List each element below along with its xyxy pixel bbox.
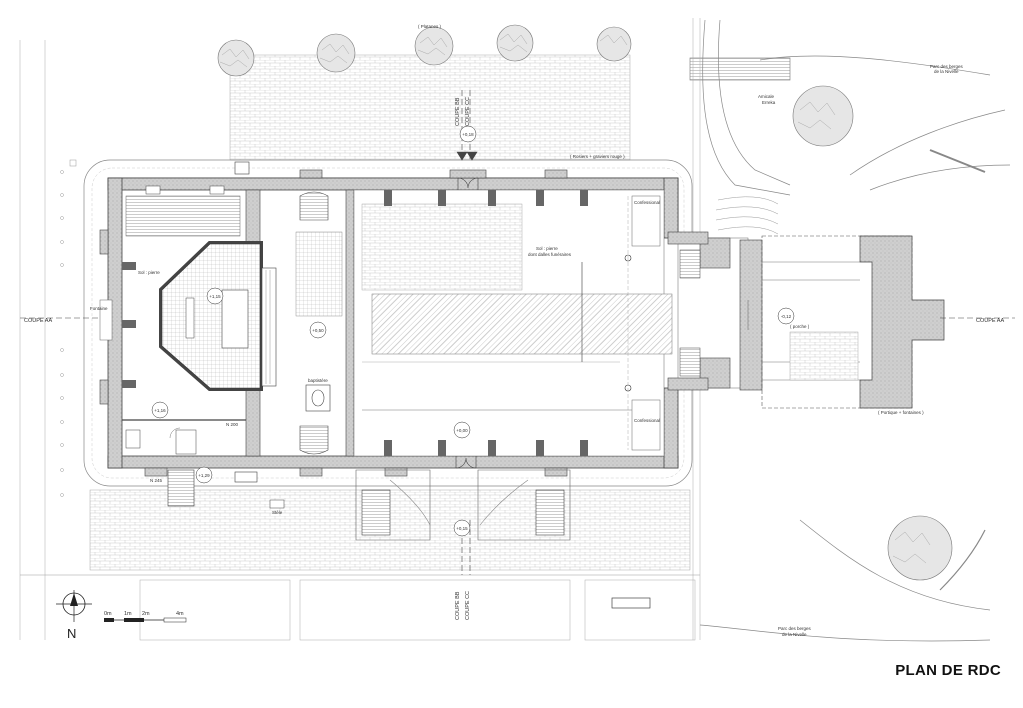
label-platanes: ( Platanes ) xyxy=(418,24,442,29)
level-sacristy: +1,16 xyxy=(154,408,166,413)
south-entrances xyxy=(167,469,571,541)
label-parc-bottom-1: Parc des berges xyxy=(778,626,812,631)
porch xyxy=(667,231,945,409)
level-nave-entry: +0,00 xyxy=(456,428,468,433)
nave xyxy=(353,177,673,469)
level-north-door: +0,18 xyxy=(462,132,474,137)
level-porch: -0,12 xyxy=(781,314,792,319)
level-choir: +1,15 xyxy=(209,294,221,299)
label-porche: ( porche ) xyxy=(790,324,810,329)
trees xyxy=(217,24,953,581)
label-sol-pierre: Sol : pierre xyxy=(138,270,160,275)
scale-2: 2m xyxy=(142,611,150,617)
scale-4: 4m xyxy=(176,611,184,617)
label-confessional-bottom: Confessional xyxy=(634,418,660,423)
label-sol-nave-1: Sol : pierre xyxy=(536,246,558,251)
label-portique: ( Portique + fontaines ) xyxy=(878,410,924,415)
label-confessional-top: Confessional xyxy=(634,200,660,205)
scale-1: 1m xyxy=(124,611,132,617)
baptistery xyxy=(295,191,343,455)
label-stele: Stèle xyxy=(272,510,283,515)
section-bb-top: COUPE BB xyxy=(455,97,461,126)
label-amicale: Amicale xyxy=(758,94,775,99)
label-baptistere: baptistère xyxy=(308,378,328,383)
plan-title: PLAN DE RDC xyxy=(895,662,1001,679)
choir xyxy=(99,185,277,455)
label-parc-top-1: Parc des berges xyxy=(930,64,964,69)
north-label: N xyxy=(67,626,76,641)
label-fontaine: Fontaine xyxy=(90,306,108,311)
section-aa-left: COUPE AA xyxy=(24,318,52,324)
level-stair: +1,29 xyxy=(198,473,210,478)
label-sol-nave-2: dont dalles funéraires xyxy=(528,252,572,257)
section-markers xyxy=(20,90,1015,575)
section-cc-bottom: COUPE CC xyxy=(465,591,471,620)
level-baptistery: +0,50 xyxy=(312,328,324,333)
scale-0: 0m xyxy=(104,611,112,617)
section-cc-top: COUPE CC xyxy=(465,97,471,126)
north-arrow-icon xyxy=(56,590,92,622)
section-bb-bottom: COUPE BB xyxy=(455,591,461,620)
level-south-door: +0,15 xyxy=(456,526,468,531)
label-rosiers: ( Rosiers + graviers rouge ) xyxy=(570,154,625,159)
section-aa-right: COUPE AA xyxy=(976,318,1004,324)
label-parc-bottom-2: de la Nivelle xyxy=(782,632,807,637)
label-amicale-2: Erreka xyxy=(762,100,776,105)
label-parc-top-2: de la Nivelle xyxy=(934,69,959,74)
label-niv-245: N 245 xyxy=(150,478,163,483)
scale-bar: 0m 1m 2m 4m xyxy=(104,611,187,623)
label-niv-200: N 200 xyxy=(226,422,239,427)
